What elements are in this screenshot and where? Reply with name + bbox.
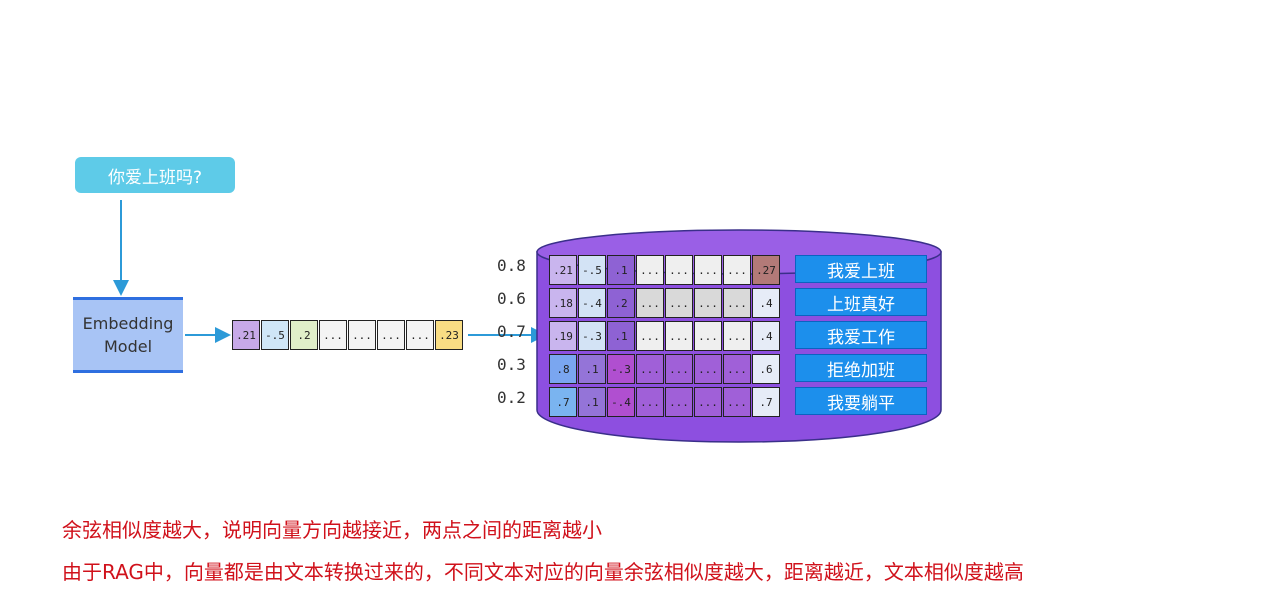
stored-vector-cell: .8 <box>549 354 577 384</box>
stored-vector: .21-.5.1.............27 <box>549 255 781 285</box>
stored-vector-cell: .1 <box>578 354 606 384</box>
stored-vector-cell: ... <box>665 321 693 351</box>
query-vector-cell: ... <box>348 320 376 350</box>
stored-vector-cell: ... <box>665 288 693 318</box>
stored-vector-cell: .18 <box>549 288 577 318</box>
stored-vector-cell: ... <box>723 255 751 285</box>
stored-vector-cell: .27 <box>752 255 780 285</box>
stored-vector-cell: .1 <box>607 321 635 351</box>
model-label-line2: Model <box>103 337 153 356</box>
document-label: 我爱工作 <box>795 321 927 349</box>
stored-vector-cell: ... <box>694 321 722 351</box>
stored-vector-cell: ... <box>723 387 751 417</box>
stored-vector-cell: ... <box>636 321 664 351</box>
note-line-1: 余弦相似度越大，说明向量方向越接近，两点之间的距离越小 <box>62 518 602 542</box>
query-text: 你爱上班吗? <box>107 167 203 188</box>
query-vector-cell: .2 <box>290 320 318 350</box>
document-label: 上班真好 <box>795 288 927 316</box>
stored-vector-cell: ... <box>694 288 722 318</box>
document-label: 拒绝加班 <box>795 354 927 382</box>
stored-vector-cell: ... <box>723 321 751 351</box>
stored-vector-cell: ... <box>636 387 664 417</box>
query-vector-cell: ... <box>377 320 405 350</box>
stored-vector-cell: .4 <box>752 288 780 318</box>
stored-vector-cell: .1 <box>578 387 606 417</box>
stored-vector-cell: ... <box>665 255 693 285</box>
query-vector-cell: .23 <box>435 320 463 350</box>
stored-vector-cell: .4 <box>752 321 780 351</box>
stored-vector-cell: -.5 <box>578 255 606 285</box>
similarity-score: 0.6 <box>497 289 526 308</box>
similarity-score: 0.2 <box>497 388 526 407</box>
query-vector-cell: -.5 <box>261 320 289 350</box>
stored-vector-cell: ... <box>723 354 751 384</box>
stored-vector-cell: ... <box>723 288 751 318</box>
stored-vector: .18-.4.2.............4 <box>549 288 781 318</box>
document-label: 我爱上班 <box>795 255 927 283</box>
query-bubble: 你爱上班吗? <box>75 157 235 193</box>
stored-vector-cell: -.3 <box>607 354 635 384</box>
stored-vector: .19-.3.1.............4 <box>549 321 781 351</box>
document-label: 我要躺平 <box>795 387 927 415</box>
stored-vector: .7.1-.4.............7 <box>549 387 781 417</box>
stored-vector-cell: .1 <box>607 255 635 285</box>
stored-vector-cell: .7 <box>752 387 780 417</box>
query-vector-cell: .21 <box>232 320 260 350</box>
query-vector-cell: ... <box>406 320 434 350</box>
model-label-line1: Embedding <box>82 314 174 333</box>
similarity-score: 0.8 <box>497 256 526 275</box>
stored-vector-cell: .21 <box>549 255 577 285</box>
stored-vector-cell: ... <box>665 387 693 417</box>
stored-vector-cell: -.4 <box>607 387 635 417</box>
stored-vector-cell: .6 <box>752 354 780 384</box>
stored-vector-cell: -.3 <box>578 321 606 351</box>
note-line-2: 由于RAG中，向量都是由文本转换过来的，不同文本对应的向量余弦相似度越大，距离越… <box>62 560 1024 584</box>
stored-vector: .8.1-.3.............6 <box>549 354 781 384</box>
similarity-score: 0.3 <box>497 355 526 374</box>
stored-vector-cell: ... <box>636 255 664 285</box>
stored-vector-cell: .19 <box>549 321 577 351</box>
embedding-model-box: Embedding Model <box>73 297 183 373</box>
stored-vector-cell: -.4 <box>578 288 606 318</box>
similarity-score: 0.7 <box>497 322 526 341</box>
query-vector: .21-.5.2.............23 <box>232 320 464 350</box>
stored-vector-cell: .2 <box>607 288 635 318</box>
stored-vector-cell: ... <box>665 354 693 384</box>
stored-vector-cell: ... <box>636 288 664 318</box>
stored-vector-cell: ... <box>694 255 722 285</box>
stored-vector-cell: ... <box>694 354 722 384</box>
stored-vector-cell: ... <box>636 354 664 384</box>
query-vector-cell: ... <box>319 320 347 350</box>
stored-vector-cell: ... <box>694 387 722 417</box>
stored-vector-cell: .7 <box>549 387 577 417</box>
